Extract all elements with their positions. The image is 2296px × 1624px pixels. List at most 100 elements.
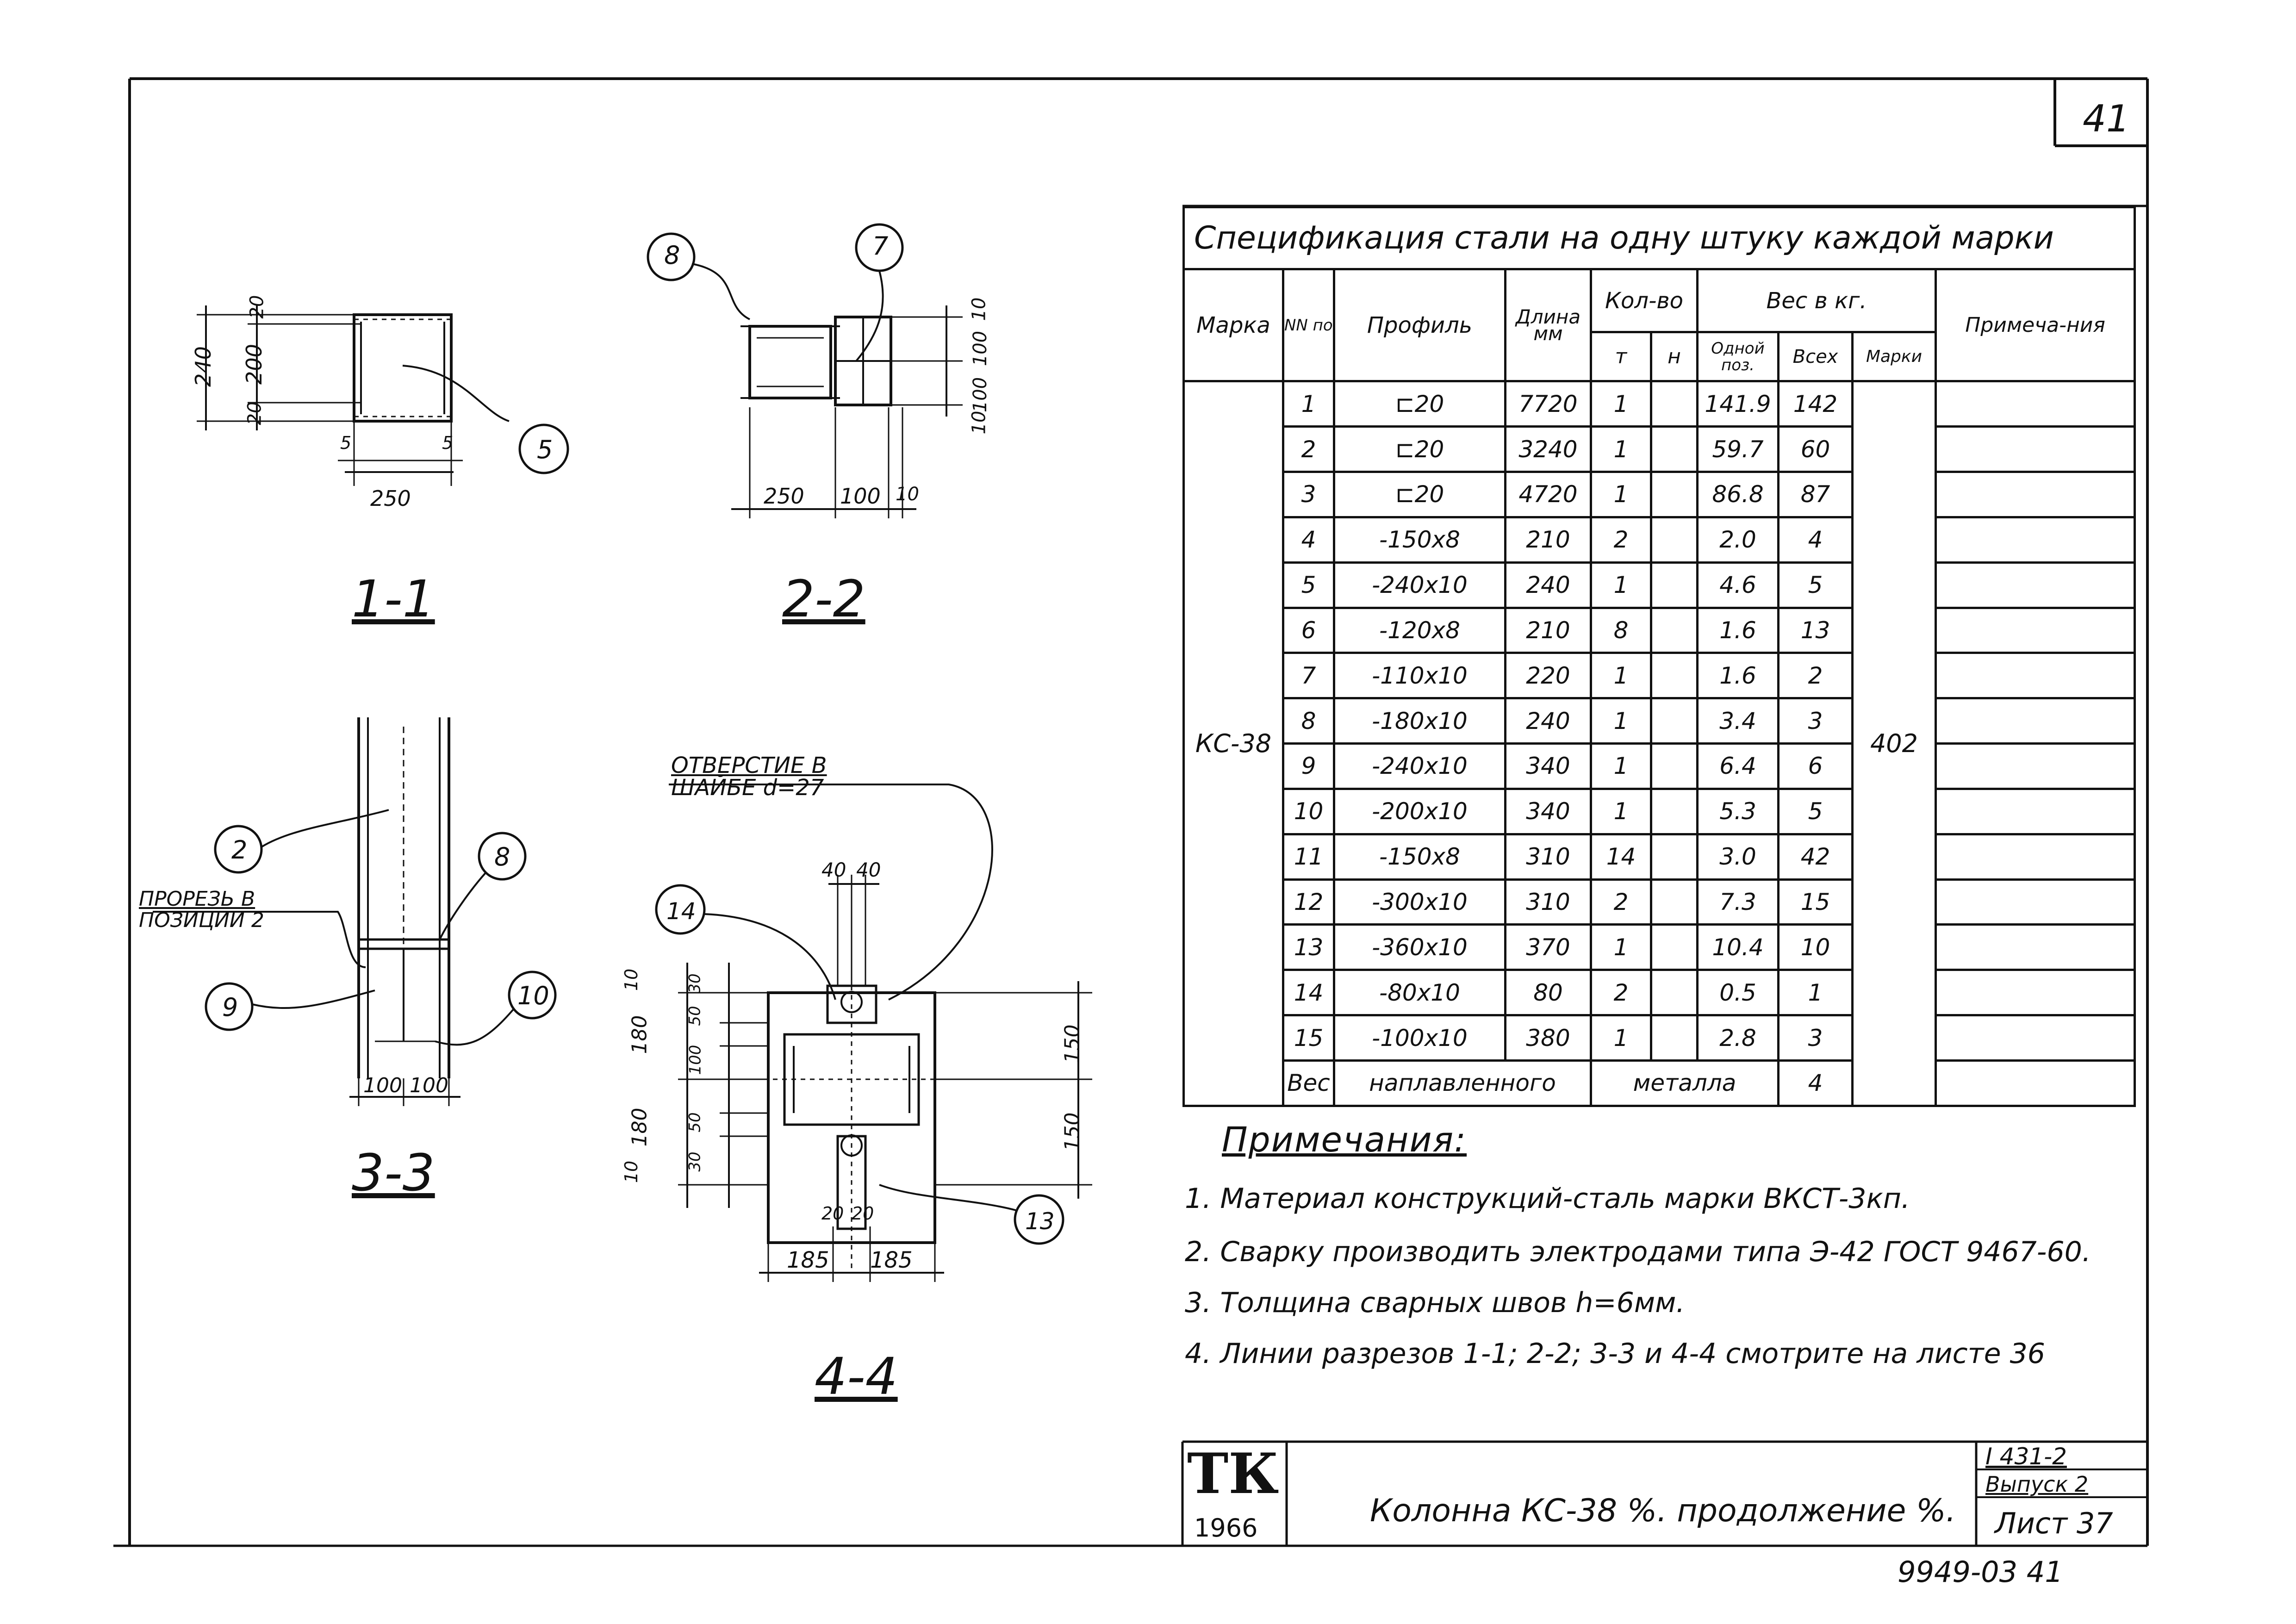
spec-cell-weight-all: 2 — [1777, 652, 1854, 700]
spec-cell-weight-all: 60 — [1777, 425, 1854, 473]
spec-cell-length: 240 — [1504, 697, 1592, 745]
tk-logo-year: 1966 — [1194, 1513, 1258, 1543]
spec-cell-weight-one: 3.4 — [1696, 697, 1780, 745]
spec-cell-weight-all: 87 — [1777, 470, 1854, 518]
spec-header-qty-n: н — [1650, 331, 1699, 383]
spec-weld-weight: 4 — [1777, 1059, 1854, 1108]
spec-cell-qty-t: 1 — [1590, 470, 1652, 518]
dim-2-10: 10 — [896, 484, 919, 505]
callout-8: 8 — [664, 241, 680, 270]
spec-header-weight: Вес в кг. — [1696, 268, 1937, 334]
spec-cell-qty-n — [1650, 833, 1699, 881]
spec-cell-pos: 5 — [1282, 561, 1335, 609]
spec-cell-qty-t: 1 — [1590, 1014, 1652, 1062]
spec-cell-qty-t: 8 — [1590, 606, 1652, 654]
spec-cell-weight-one: 86.8 — [1696, 470, 1780, 518]
spec-cell-qty-t: 2 — [1590, 516, 1652, 564]
spec-cell-profile: -110x10 — [1333, 652, 1506, 700]
spec-header-marka: Марка — [1182, 268, 1284, 383]
spec-cell-pos: 12 — [1282, 878, 1335, 926]
note-1: 1. Материал конструкций-сталь марки ВКСТ… — [1185, 1182, 1910, 1215]
spec-caption: Спецификация стали на одну штуку каждой … — [1182, 205, 2136, 271]
spec-cell-weight-all: 5 — [1777, 787, 1854, 835]
spec-cell-length: 210 — [1504, 606, 1592, 654]
note-2: 2. Сварку производить электродами типа Э… — [1185, 1236, 2091, 1268]
spec-cell-length: 340 — [1504, 787, 1592, 835]
spec-cell-weight-all: 142 — [1777, 380, 1854, 428]
spec-cell-qty-n — [1650, 470, 1699, 518]
dim-3-100a: 100 — [363, 1074, 402, 1097]
steel-spec-table: Спецификация стали на одну штуку каждой … — [1182, 205, 2136, 1108]
spec-cell-notes — [1934, 878, 2136, 926]
title-block-code: I 431-2 — [1985, 1443, 2067, 1470]
spec-cell-notes — [1934, 425, 2136, 473]
callout-2: 2 — [231, 835, 248, 865]
spec-cell-weight-all: 5 — [1777, 561, 1854, 609]
spec-cell-length: 340 — [1504, 742, 1592, 790]
spec-cell-pos: 10 — [1282, 787, 1335, 835]
spec-cell-weight-one: 1.6 — [1696, 652, 1780, 700]
spec-header-length: Длина мм — [1504, 268, 1592, 383]
dim-4-40a: 40 — [821, 859, 846, 881]
spec-header-profile: Профиль — [1333, 268, 1506, 383]
section-label-3-3: 3-3 — [352, 1143, 435, 1202]
spec-weld-label-c: металла — [1590, 1059, 1780, 1108]
spec-cell-qty-n — [1650, 969, 1699, 1017]
dim-4-40b: 40 — [856, 859, 881, 881]
spec-cell-length: 80 — [1504, 969, 1592, 1017]
spec-cell-qty-n — [1650, 561, 1699, 609]
spec-cell-weight-one: 141.9 — [1696, 380, 1780, 428]
spec-cell-notes — [1934, 606, 2136, 654]
spec-cell-weight-all: 3 — [1777, 697, 1854, 745]
spec-weld-notes — [1934, 1059, 2136, 1108]
hole-label: ОТВЕРСТИЕ В ШАЙБЕ d=27 — [671, 754, 827, 799]
spec-cell-weight-all: 13 — [1777, 606, 1854, 654]
spec-weld-label-b: наплавленного — [1333, 1059, 1592, 1108]
spec-cell-pos: 15 — [1282, 1014, 1335, 1062]
footer-code: 9949-03 41 — [1898, 1555, 2063, 1589]
spec-cell-qty-t: 1 — [1590, 425, 1652, 473]
spec-cell-length: 380 — [1504, 1014, 1592, 1062]
slot-label: ПРОРЕЗЬ В ПОЗИЦИИ 2 — [139, 889, 264, 931]
spec-cell-length: 220 — [1504, 652, 1592, 700]
spec-mark-cell: КС-38 — [1182, 380, 1284, 1107]
spec-cell-notes — [1934, 380, 2136, 428]
spec-cell-qty-t: 1 — [1590, 561, 1652, 609]
spec-cell-weight-all: 42 — [1777, 833, 1854, 881]
spec-cell-length: 240 — [1504, 561, 1592, 609]
spec-cell-qty-n — [1650, 380, 1699, 428]
section-label-2-2: 2-2 — [782, 569, 865, 628]
spec-cell-weight-all: 15 — [1777, 878, 1854, 926]
spec-cell-qty-n — [1650, 606, 1699, 654]
spec-mark-weight-cell: 402 — [1851, 380, 1937, 1107]
spec-cell-notes — [1934, 787, 2136, 835]
spec-cell-profile: -80x10 — [1333, 969, 1506, 1017]
spec-header-weight-all: Всех — [1777, 331, 1854, 383]
spec-cell-notes — [1934, 1014, 2136, 1062]
title-block-issue: Выпуск 2 — [1985, 1472, 2089, 1497]
spec-cell-qty-n — [1650, 923, 1699, 971]
callout-5: 5 — [537, 435, 553, 464]
spec-cell-weight-all: 1 — [1777, 969, 1854, 1017]
slot-label-line-1: ПРОРЕЗЬ В — [139, 887, 255, 911]
spec-cell-profile: -240x10 — [1333, 742, 1506, 790]
spec-cell-profile: -200x10 — [1333, 787, 1506, 835]
spec-cell-weight-one: 7.3 — [1696, 878, 1780, 926]
spec-cell-pos: 2 — [1282, 425, 1335, 473]
callout-13: 13 — [1025, 1208, 1055, 1235]
spec-cell-weight-one: 4.6 — [1696, 561, 1780, 609]
spec-cell-notes — [1934, 516, 2136, 564]
dim-4-20b: 20 — [852, 1203, 874, 1224]
spec-cell-qty-t: 1 — [1590, 787, 1652, 835]
spec-cell-qty-n — [1650, 787, 1699, 835]
slot-label-line-2: ПОЗИЦИИ 2 — [139, 908, 264, 932]
section-4-4-drawing — [655, 784, 1092, 1282]
dim-2-250: 250 — [764, 484, 804, 509]
